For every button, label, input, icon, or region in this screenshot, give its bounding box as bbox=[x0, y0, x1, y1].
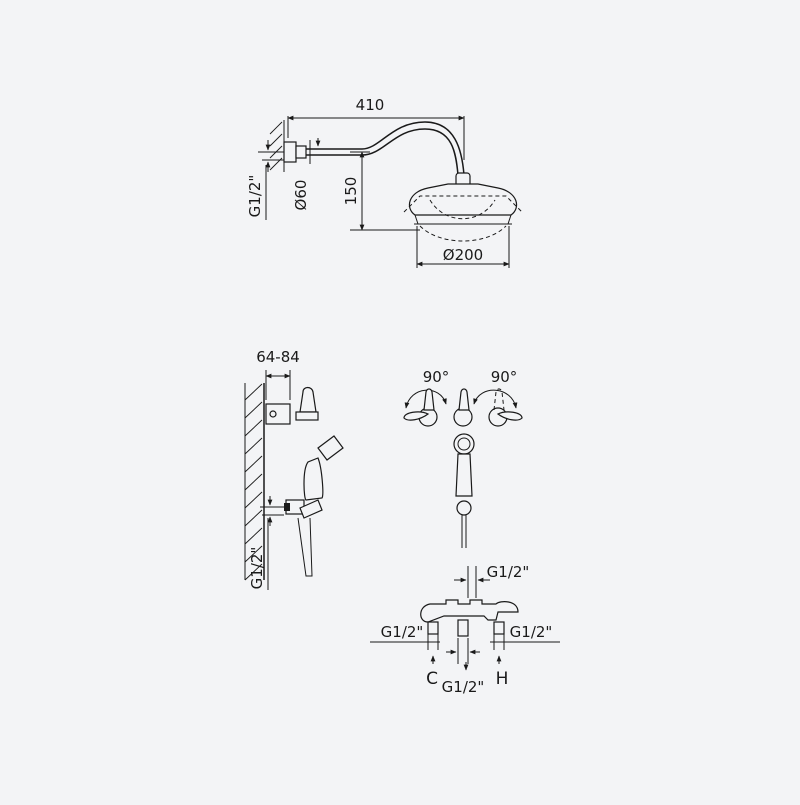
lever-base bbox=[295, 411, 319, 421]
lever-hot bbox=[496, 411, 523, 421]
plan-view-drawing: G1/2" G1/2" G1/2" G1/2" C H bbox=[370, 563, 560, 696]
dim-arm-length: 410 bbox=[356, 96, 385, 114]
shower-arm-inner bbox=[306, 128, 459, 176]
hose-holder bbox=[299, 499, 323, 519]
valve-body bbox=[265, 403, 291, 425]
shower-arm bbox=[306, 121, 465, 176]
outlet-connector bbox=[284, 503, 290, 511]
wall-hatch bbox=[269, 120, 285, 172]
dim-inlet-top: G1/2" bbox=[246, 175, 264, 218]
lever-diverter bbox=[458, 388, 470, 411]
inlet-hot bbox=[493, 621, 505, 635]
inlet-cold bbox=[427, 621, 439, 635]
outlet-left-label: G1/2" bbox=[381, 623, 424, 641]
shower-head-drawing: 410 150 Ø60 G1/2" Ø200 bbox=[246, 96, 523, 268]
hand-shower-face bbox=[453, 433, 475, 455]
valve-diverter bbox=[453, 407, 473, 427]
outlet-right-label: G1/2" bbox=[510, 623, 553, 641]
dim-drop: 150 bbox=[342, 177, 360, 206]
lever-handle bbox=[299, 386, 317, 413]
swivel-outline bbox=[403, 195, 523, 213]
shower-hose bbox=[297, 517, 313, 577]
dim-wall-depth: 64-84 bbox=[256, 348, 300, 366]
wall-flange bbox=[283, 141, 297, 163]
dim-flange-diameter: Ø60 bbox=[292, 180, 310, 211]
front-view-drawing: 90° 90° bbox=[403, 368, 523, 548]
hand-shower-head bbox=[317, 435, 344, 461]
rotation-arc-left bbox=[404, 389, 447, 409]
rotation-left-label: 90° bbox=[423, 368, 450, 386]
side-view-drawing: 64-84 G1/2" bbox=[244, 348, 344, 590]
hand-shower-grip bbox=[303, 457, 324, 501]
dim-inlet-side: G1/2" bbox=[248, 547, 266, 590]
flange-nut bbox=[295, 145, 307, 159]
wall-hatch-side bbox=[244, 383, 263, 581]
outlet-bottom-label: G1/2" bbox=[442, 678, 485, 696]
valve-body-plan bbox=[420, 599, 519, 623]
outlet-top-label: G1/2" bbox=[487, 563, 530, 581]
wall-holder-front bbox=[456, 500, 472, 516]
valve-cap bbox=[269, 410, 277, 418]
hand-shower-grip-front bbox=[455, 453, 473, 497]
shower-head bbox=[408, 183, 518, 216]
cold-label: C bbox=[426, 669, 438, 689]
dim-head-diameter: Ø200 bbox=[443, 246, 483, 264]
outlet-bottom bbox=[457, 619, 469, 637]
rotation-right-label: 90° bbox=[491, 368, 518, 386]
rotation-arc-right bbox=[473, 389, 518, 409]
lever-cold bbox=[403, 411, 430, 421]
hot-label: H bbox=[496, 669, 509, 689]
